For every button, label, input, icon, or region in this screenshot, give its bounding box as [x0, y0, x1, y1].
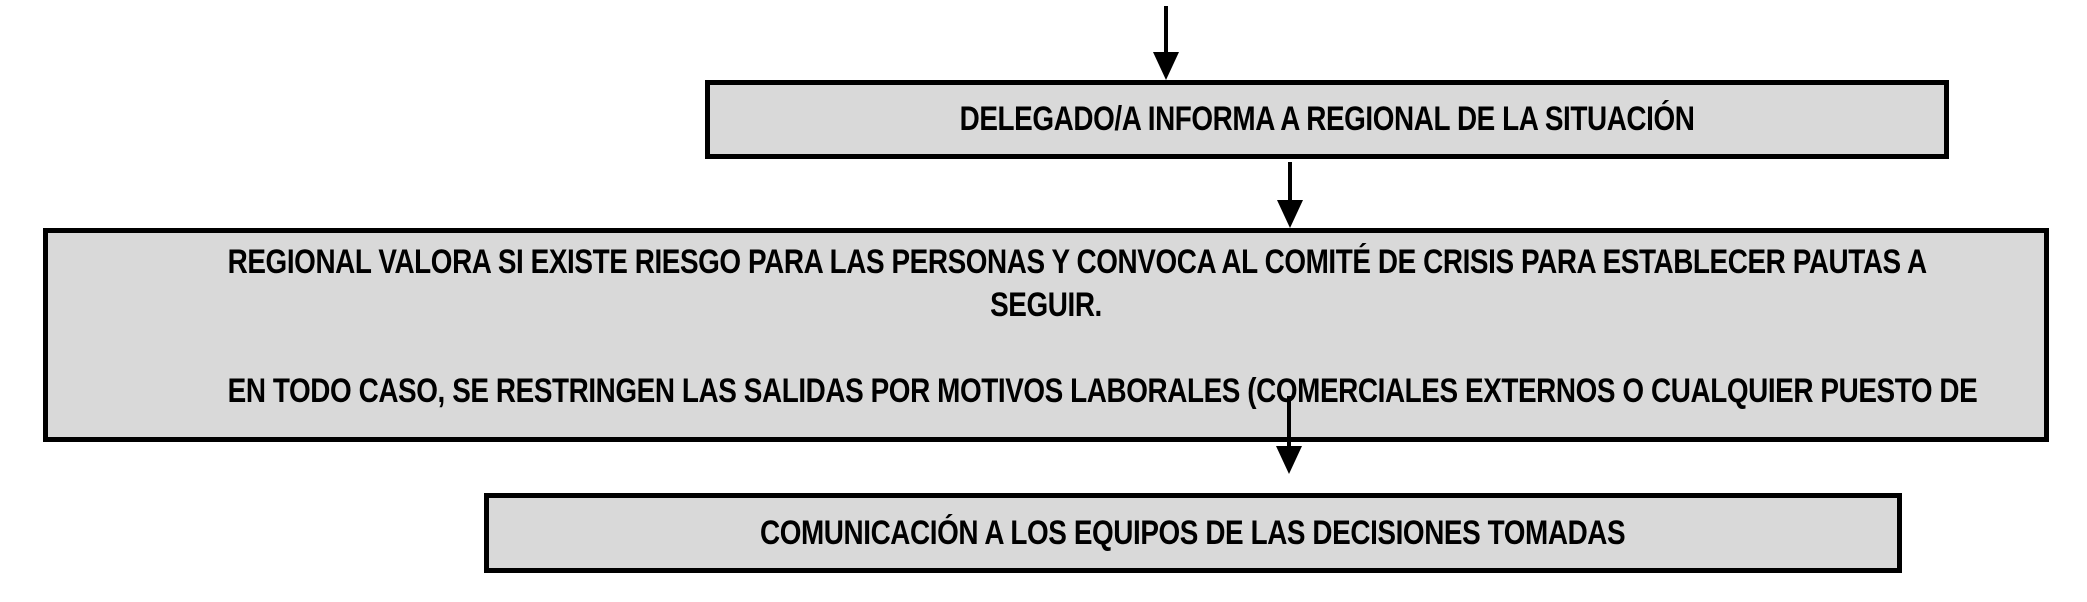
flow-node-regional-valora-line-2: SEGUIR. — [990, 286, 1102, 324]
flow-node-regional-valora: REGIONAL VALORA SI EXISTE RIESGO PARA LA… — [43, 228, 2049, 442]
flow-node-comunicacion-equipos: COMUNICACIÓN A LOS EQUIPOS DE LAS DECISI… — [484, 493, 1902, 573]
arrow-stem — [1288, 162, 1292, 202]
arrow-head-icon — [1277, 200, 1303, 228]
flow-node-regional-valora-line-1: REGIONAL VALORA SI EXISTE RIESGO PARA LA… — [227, 243, 1928, 281]
arrow-head-icon — [1276, 446, 1302, 474]
flow-node-delegado-informa-label: DELEGADO/A INFORMA A REGIONAL DE LA SITU… — [959, 100, 1695, 138]
flow-node-delegado-informa: DELEGADO/A INFORMA A REGIONAL DE LA SITU… — [705, 80, 1949, 159]
flow-node-comunicacion-equipos-label: COMUNICACIÓN A LOS EQUIPOS DE LAS DECISI… — [760, 513, 1626, 552]
flow-node-regional-valora-blank-line — [228, 327, 1865, 370]
arrow-head-icon — [1153, 52, 1179, 80]
flow-node-regional-valora-line-4: EN TODO CASO, SE RESTRINGEN LAS SALIDAS … — [227, 372, 1978, 410]
arrow-stem — [1164, 6, 1168, 54]
